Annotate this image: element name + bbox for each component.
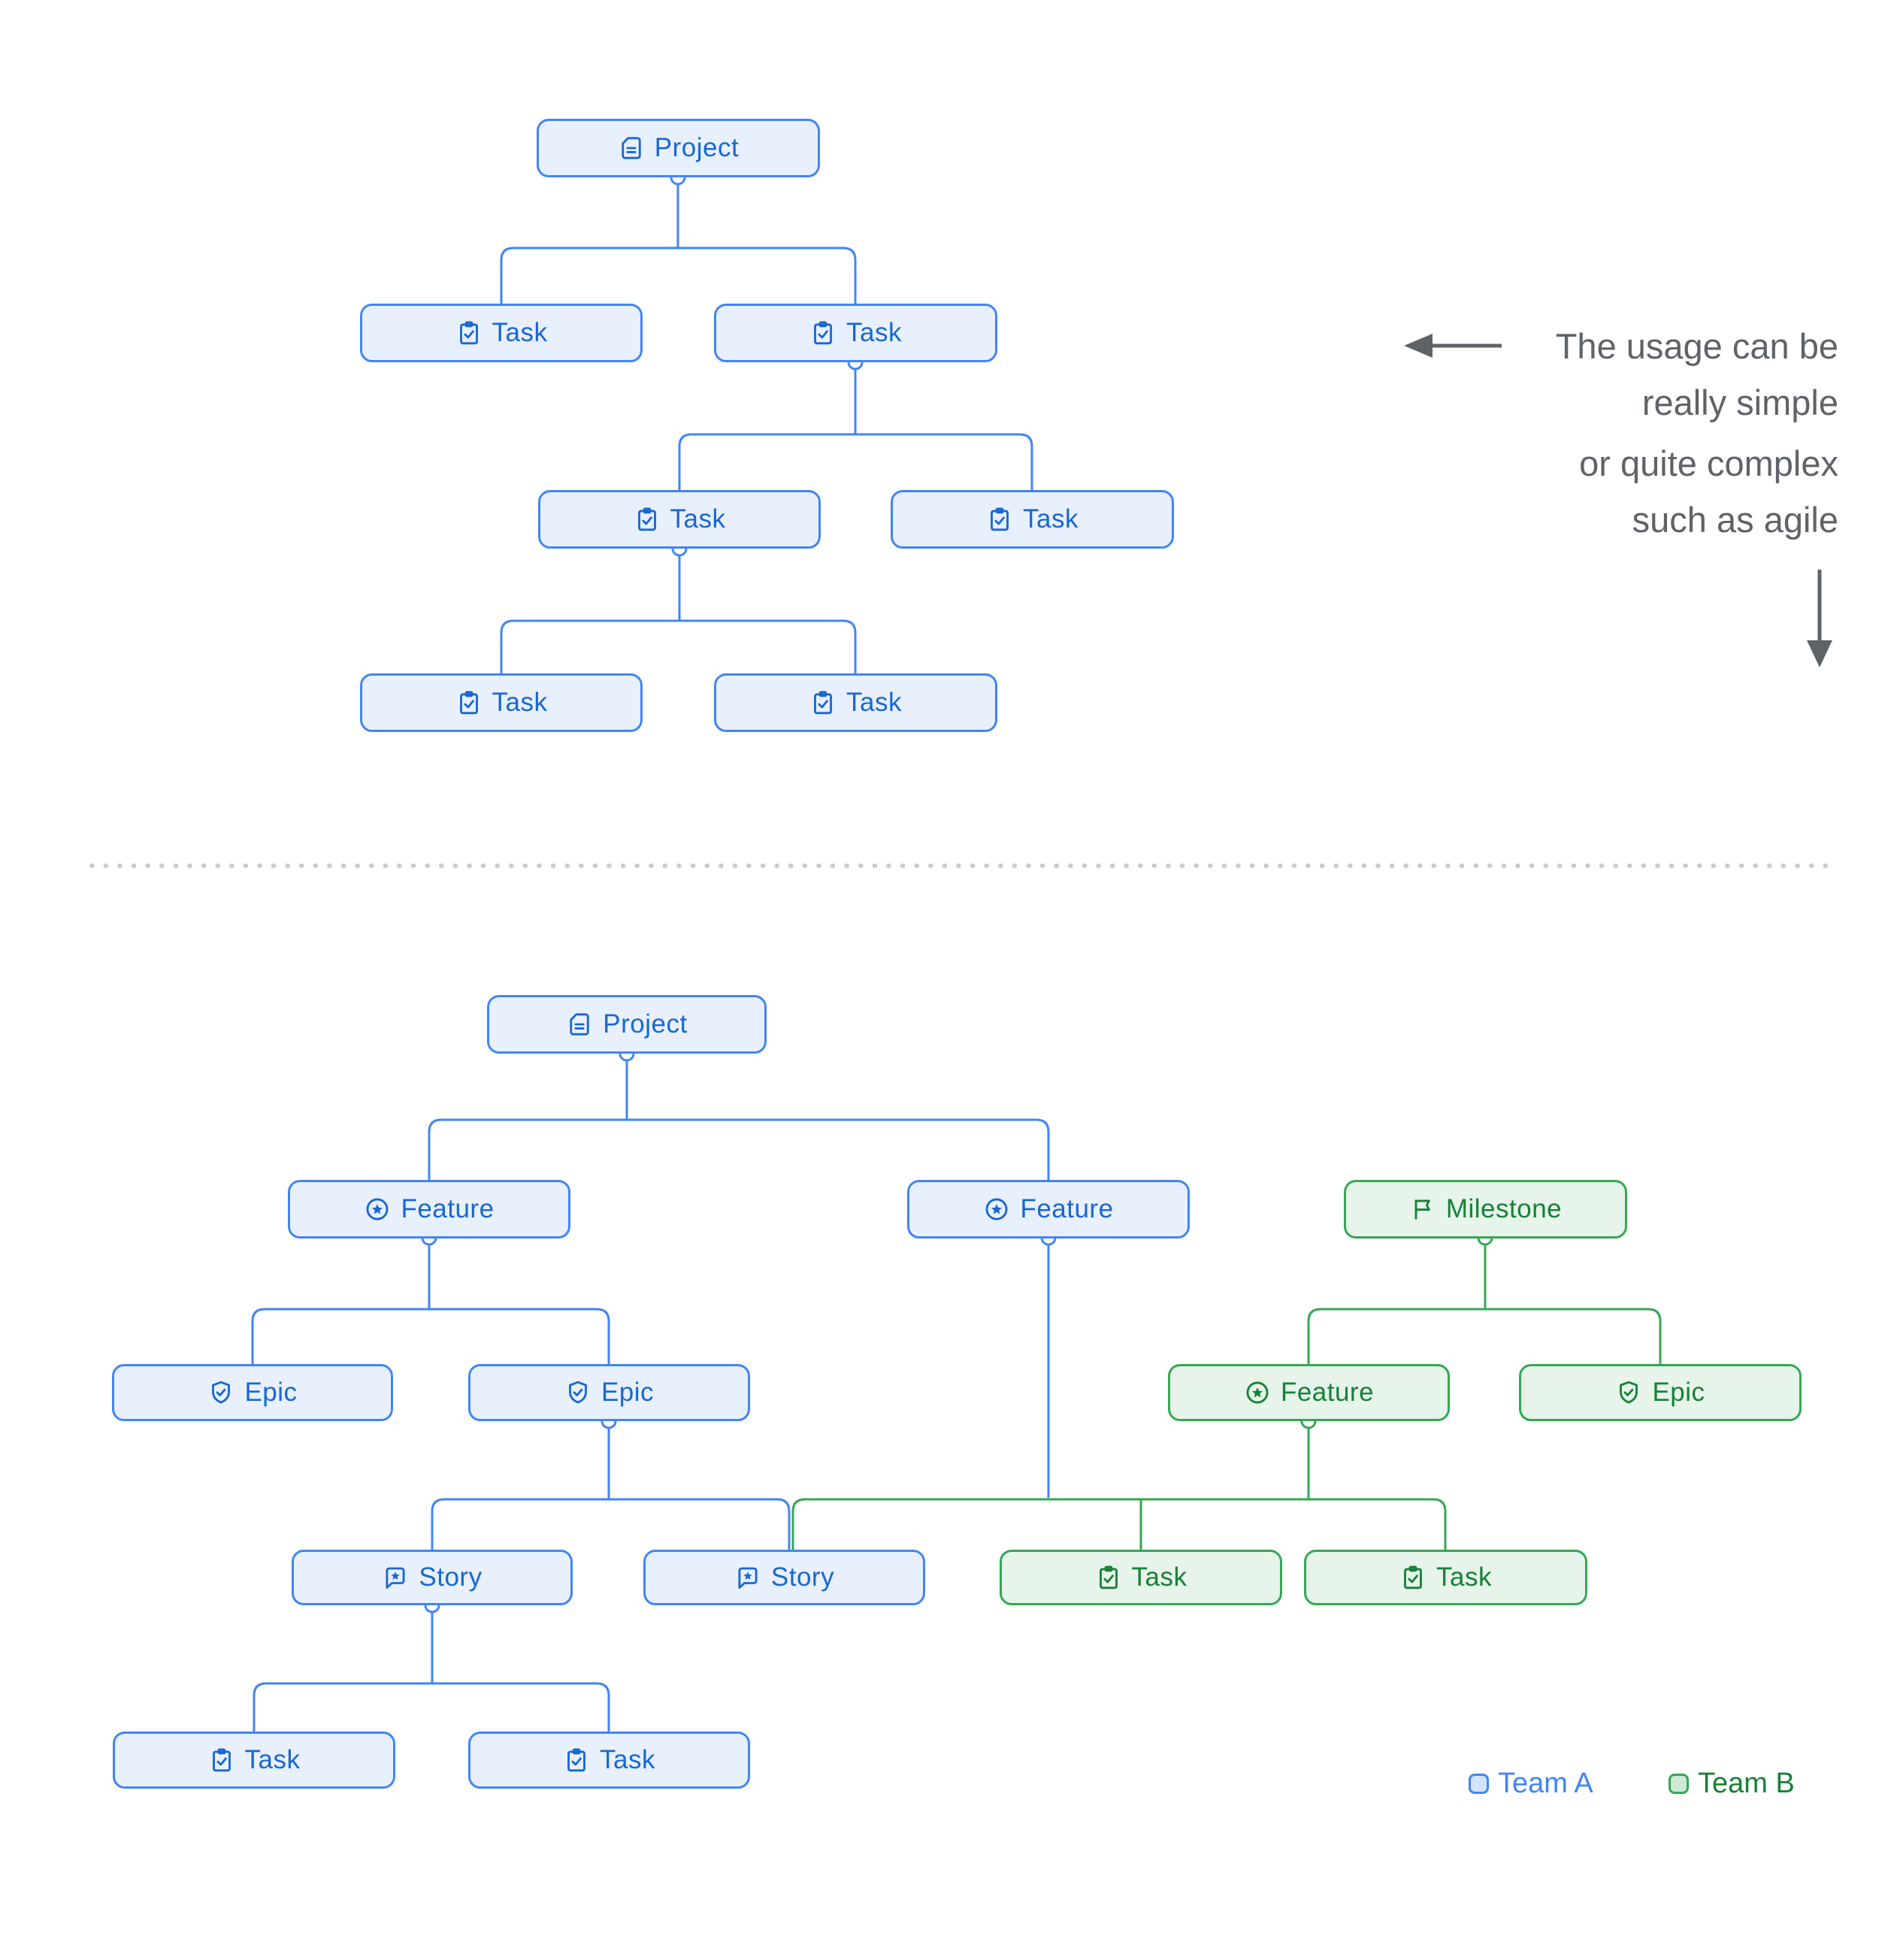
annotation-complex: or quite complex such as agile (1312, 435, 1838, 548)
arrow-left-head (1404, 334, 1433, 358)
story-bubble-icon (734, 1564, 761, 1591)
annotation-line: such as agile (1632, 500, 1838, 540)
node-label: Story (770, 1562, 835, 1592)
node-label: Story (419, 1562, 483, 1592)
star-circle-icon (364, 1196, 391, 1223)
node-label: Task (244, 1745, 301, 1774)
node-feature[interactable]: Feature (288, 1180, 570, 1239)
node-task[interactable]: Task (360, 673, 643, 732)
node-task[interactable]: Task (891, 490, 1174, 549)
flag-icon (1409, 1196, 1436, 1223)
clipboard-check-icon (1399, 1564, 1426, 1591)
annotation-arrows (1404, 334, 1832, 667)
node-task[interactable]: Task (1000, 1550, 1282, 1605)
clipboard-check-icon (1095, 1564, 1122, 1591)
annotation-line: or quite complex (1579, 443, 1838, 483)
team-a-label: Team A (1498, 1768, 1593, 1799)
node-label: Feature (401, 1194, 495, 1223)
team-b-swatch (1669, 1774, 1689, 1794)
node-label: Task (1436, 1562, 1492, 1592)
node-story[interactable]: Story (643, 1550, 925, 1605)
document-icon (618, 135, 645, 162)
node-epic[interactable]: Epic (1519, 1364, 1802, 1421)
annotation-line: really simple (1641, 383, 1838, 422)
node-label: Feature (1020, 1194, 1114, 1223)
node-label: Task (846, 688, 902, 717)
node-label: Feature (1280, 1378, 1375, 1407)
clipboard-check-icon (208, 1747, 235, 1774)
annotation-line: The usage can be (1555, 326, 1838, 366)
node-label: Milestone (1445, 1194, 1563, 1223)
node-epic[interactable]: Epic (112, 1364, 393, 1421)
story-bubble-icon (382, 1564, 409, 1591)
team-b-label: Team B (1698, 1768, 1795, 1799)
clipboard-check-icon (455, 319, 483, 346)
node-task[interactable]: Task (714, 304, 997, 362)
node-milestone[interactable]: Milestone (1344, 1180, 1627, 1239)
clipboard-check-icon (634, 506, 661, 533)
shield-check-icon (564, 1379, 591, 1406)
node-label: Epic (601, 1378, 655, 1407)
node-epic[interactable]: Epic (468, 1364, 750, 1421)
node-project[interactable]: Project (537, 119, 820, 177)
node-task[interactable]: Task (360, 304, 643, 362)
shield-check-icon (207, 1379, 234, 1406)
node-label: Task (670, 504, 726, 534)
legend-team-b: Team B (1669, 1768, 1795, 1800)
node-label: Project (603, 1009, 688, 1039)
node-task[interactable]: Task (714, 673, 997, 732)
star-circle-icon (983, 1196, 1010, 1223)
legend-team-a: Team A (1469, 1768, 1593, 1800)
arrow-down-head (1807, 640, 1832, 667)
star-circle-icon (1244, 1379, 1271, 1406)
clipboard-check-icon (986, 506, 1013, 533)
node-label: Epic (1652, 1378, 1705, 1407)
clipboard-check-icon (809, 689, 837, 716)
simple-tree-connectors (500, 169, 1033, 673)
node-label: Task (492, 318, 548, 347)
node-label: Epic (244, 1378, 298, 1407)
clipboard-check-icon (809, 319, 837, 346)
annotation-simple: The usage can be really simple (1312, 318, 1838, 431)
node-project[interactable]: Project (487, 995, 767, 1054)
node-label: Task (1023, 504, 1079, 534)
node-task[interactable]: Task (113, 1732, 395, 1789)
node-task[interactable]: Task (468, 1732, 750, 1789)
clipboard-check-icon (455, 689, 483, 716)
node-task[interactable]: Task (538, 490, 821, 549)
node-label: Task (492, 688, 548, 717)
node-task[interactable]: Task (1304, 1550, 1587, 1605)
clipboard-check-icon (563, 1747, 590, 1774)
team-a-swatch (1469, 1774, 1489, 1794)
node-label: Project (654, 133, 740, 162)
node-story[interactable]: Story (292, 1550, 573, 1605)
node-feature[interactable]: Feature (907, 1180, 1190, 1239)
node-feature[interactable]: Feature (1168, 1364, 1450, 1421)
node-label: Task (846, 318, 902, 347)
shield-check-icon (1615, 1379, 1642, 1406)
node-label: Task (600, 1745, 655, 1774)
document-icon (566, 1011, 593, 1038)
node-label: Task (1131, 1562, 1187, 1592)
